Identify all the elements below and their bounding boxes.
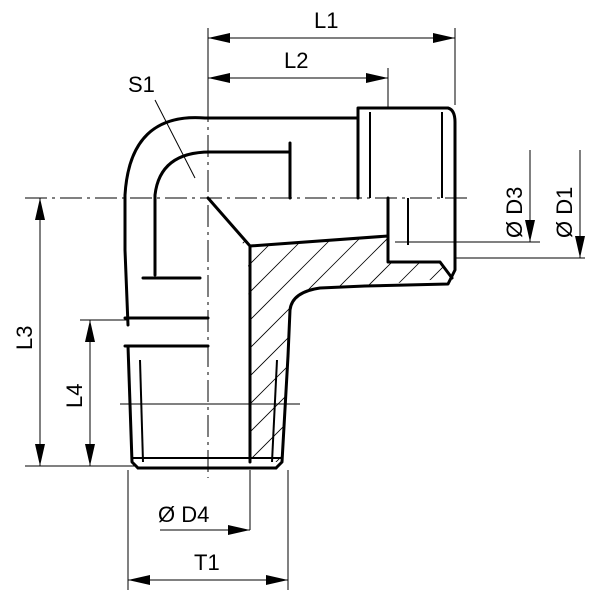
- center-lines: [25, 100, 470, 478]
- section-cut-top: [248, 234, 390, 248]
- label-l1: L1: [314, 8, 338, 33]
- label-d4: Ø D4: [158, 502, 209, 527]
- dimension-labels: L1 L2 S1 L3 L4 Ø D3 Ø D1 Ø D4 T1: [12, 8, 577, 575]
- counterbore: [386, 196, 454, 280]
- inner-bend-contour: [153, 150, 292, 277]
- fitting-body: [123, 106, 457, 470]
- bottom-thread-right: [274, 284, 367, 470]
- label-l3: L3: [12, 326, 37, 350]
- label-l2: L2: [284, 48, 308, 73]
- label-d3: Ø D3: [502, 187, 527, 238]
- s1-leader: [154, 99, 196, 179]
- thread-end-contour: [356, 106, 457, 288]
- extension-lines: [25, 28, 585, 590]
- section-diagonal: [206, 196, 252, 248]
- label-d1: Ø D1: [552, 187, 577, 238]
- label-l4: L4: [62, 384, 87, 408]
- outer-bend-contour: [123, 116, 360, 327]
- dimension-lines: [35, 33, 585, 585]
- thread-inner-left: [139, 359, 144, 463]
- bottom-thread-left: [126, 344, 140, 470]
- label-t1: T1: [194, 550, 220, 575]
- thread-inner-right: [271, 359, 278, 463]
- label-s1: S1: [128, 72, 155, 97]
